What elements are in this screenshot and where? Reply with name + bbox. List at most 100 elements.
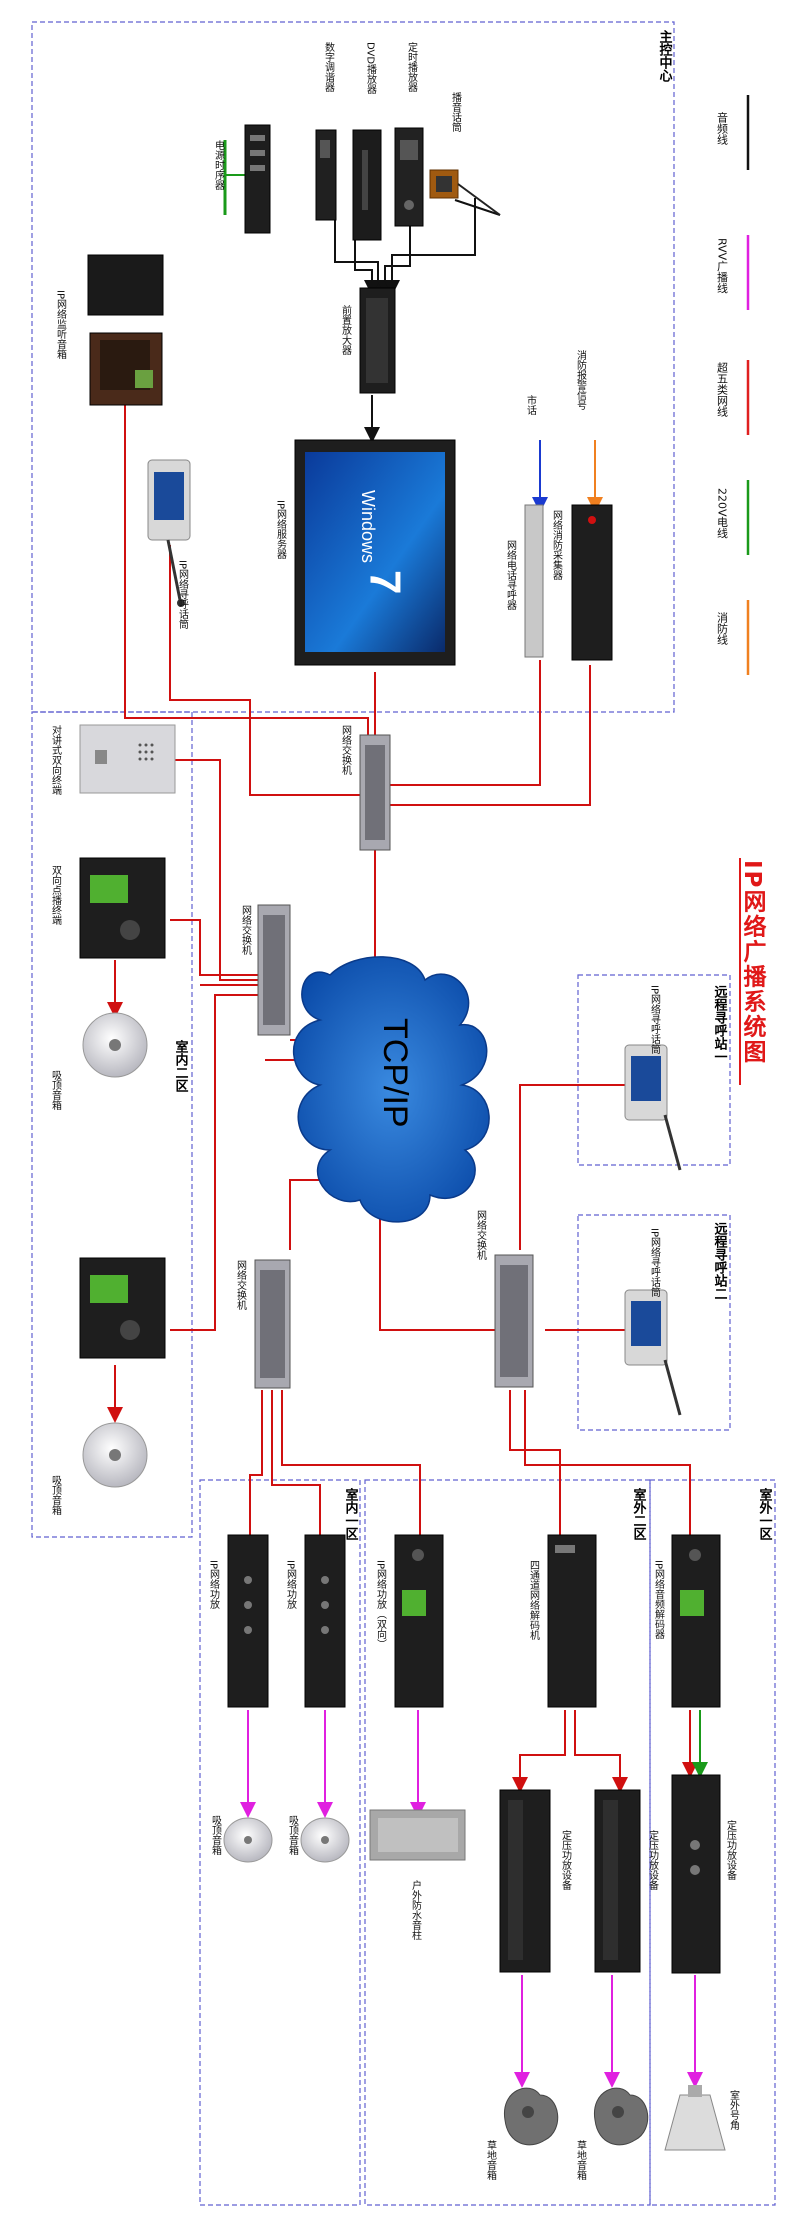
amp-2-label: IP网络功放 — [285, 1560, 297, 1610]
zone-indoor-one-box — [199, 1479, 361, 2206]
preamp-label: 前置放大器 — [340, 304, 352, 356]
const-amp-3 — [671, 1774, 721, 1974]
switch-left-upper — [257, 904, 291, 1036]
ceiling-speaker-3 — [223, 1817, 273, 1863]
ceiling-speaker-2 — [82, 1422, 148, 1488]
diagram-title: IP网络广播系统图 — [739, 860, 767, 1064]
phone-pager-label: 网络电话寻呼器 — [505, 540, 517, 611]
legend-label-cat5: 超五类网线 — [716, 361, 729, 417]
lawn-2-label: 草地音箱 — [575, 2140, 587, 2181]
paging-mic — [429, 169, 501, 216]
fire-signal-label: 消防报警信号 — [575, 349, 587, 411]
amp-1 — [227, 1534, 269, 1708]
rvv-lines — [240, 1710, 703, 2088]
ip-server-label: IP网络服务器 — [275, 500, 287, 560]
tuner-label: 数字调谐器 — [323, 41, 335, 93]
remote-pager-1-label: IP网络寻呼话筒 — [649, 985, 661, 1055]
remote-pager-2-label: IP网络寻呼话筒 — [649, 1228, 661, 1298]
amp-2 — [304, 1534, 346, 1708]
switch-left-lower-label: 网络交换机 — [235, 1260, 247, 1311]
lawn-speaker-2 — [594, 2087, 649, 2146]
zone-remote-one-box — [577, 974, 731, 1166]
horn-label: 室外号角 — [728, 2089, 740, 2131]
column-label: 户外防水音柱 — [410, 1879, 422, 1941]
zone-indoor-two-box — [31, 711, 193, 1538]
legend-label-220v: 220V电线 — [716, 488, 729, 539]
decoder4-label: 四通道网络解码机 — [528, 1560, 540, 1641]
lawn-speaker-1 — [504, 2087, 559, 2146]
svg-text:Windows: Windows — [358, 490, 378, 563]
tuner — [315, 129, 337, 221]
city-phone-label: 市话 — [525, 394, 537, 416]
zone-label-remote-two: 远程寻呼站二 — [712, 1222, 728, 1300]
cloud-label: TCP/IP — [376, 1018, 414, 1128]
amp-1-label: IP网络功放 — [208, 1560, 220, 1610]
audio-lines — [334, 198, 501, 443]
ceiling-1-label: 吸顶音箱 — [50, 1070, 62, 1111]
cd-player-label: 定时播放器 — [406, 41, 418, 93]
switch-left-upper-label: 网络交换机 — [240, 905, 252, 956]
zone-outdoor-one-box — [649, 1479, 776, 2206]
legend-label-fire: 消防线 — [716, 611, 729, 645]
zone-main-box — [31, 21, 675, 713]
switch-right-label: 网络交换机 — [475, 1210, 487, 1261]
pager-main-label: IP网络寻呼话筒 — [177, 560, 189, 630]
terminal-2 — [79, 1257, 166, 1359]
tcp-ip-cloud — [293, 956, 490, 1223]
zone-label-main: 主控中心 — [657, 29, 673, 83]
switch-main — [359, 734, 391, 851]
decoder-4ch — [547, 1534, 597, 1708]
power-sequencer-label: 电源时序器 — [213, 139, 225, 191]
legend-label-rvv: RVV广播线 — [716, 238, 729, 293]
ip-server: Windows 7 — [294, 439, 456, 666]
const-amp-1-label: 定压功放设备 — [560, 1829, 572, 1891]
ceiling-4-label: 吸顶音箱 — [287, 1815, 299, 1856]
zone-label-remote-one: 远程寻呼站一 — [712, 985, 728, 1063]
zone-remote-two-box — [577, 1214, 731, 1431]
amp-bidirectional — [394, 1534, 444, 1708]
remote-pager-1 — [624, 1044, 682, 1171]
dvd-player — [352, 129, 382, 241]
amp-bi-label: IP网络功放（双向） — [375, 1560, 387, 1649]
zone-label-indoor-two: 室内二区 — [173, 1039, 189, 1093]
fire-collector-label: 网络消防采集器 — [551, 510, 563, 581]
const-amp-2-label: 定压功放设备 — [647, 1829, 659, 1891]
decoder-ip — [671, 1534, 721, 1708]
lawn-1-label: 草地音箱 — [485, 2140, 497, 2181]
svg-text:7: 7 — [361, 570, 410, 594]
pager-main — [147, 459, 191, 607]
switch-main-label: 网络交换机 — [340, 725, 352, 776]
cd-player — [394, 127, 424, 227]
zone-label-outdoor-two: 室外二区 — [631, 1487, 648, 1541]
network-lines — [107, 380, 698, 1793]
legend-label-audio: 音频线 — [716, 111, 729, 145]
terminal-1-label: 双向点播终端 — [50, 865, 62, 926]
monitor-speaker — [87, 254, 164, 406]
ceiling-speaker-1 — [82, 1012, 148, 1078]
zone-outdoor-two-box — [364, 1479, 651, 2206]
paging-mic-label: 播音话筒 — [450, 91, 462, 133]
legend: 音频线 RVV广播线 超五类网线 220V电线 消防线 — [716, 95, 750, 675]
zone-label-indoor-one: 室内一区 — [343, 1487, 359, 1541]
zone-label-outdoor-one: 室外一区 — [757, 1487, 774, 1541]
fire-collector — [571, 504, 613, 661]
intercom-label: 对讲式双向终端 — [50, 724, 62, 796]
switch-right — [494, 1254, 534, 1388]
remote-pager-2 — [624, 1289, 682, 1416]
ceiling-speaker-4 — [300, 1817, 350, 1863]
dvd-player-label: DVD播放器 — [365, 42, 377, 95]
intercom-terminal — [79, 724, 176, 794]
decoder-ip-label: IP网络音频解码器 — [653, 1560, 665, 1640]
outdoor-column — [369, 1809, 466, 1861]
phone-pager — [524, 504, 544, 658]
const-amp-3-label: 定压功放设备 — [725, 1819, 737, 1881]
switch-left-lower — [254, 1259, 291, 1389]
power-sequencer — [244, 124, 271, 234]
terminal-1 — [79, 857, 166, 959]
outdoor-horn — [664, 2085, 726, 2151]
ceiling-3-label: 吸顶音箱 — [210, 1815, 222, 1856]
const-amp-2 — [594, 1789, 641, 1973]
const-amp-1 — [499, 1789, 551, 1973]
